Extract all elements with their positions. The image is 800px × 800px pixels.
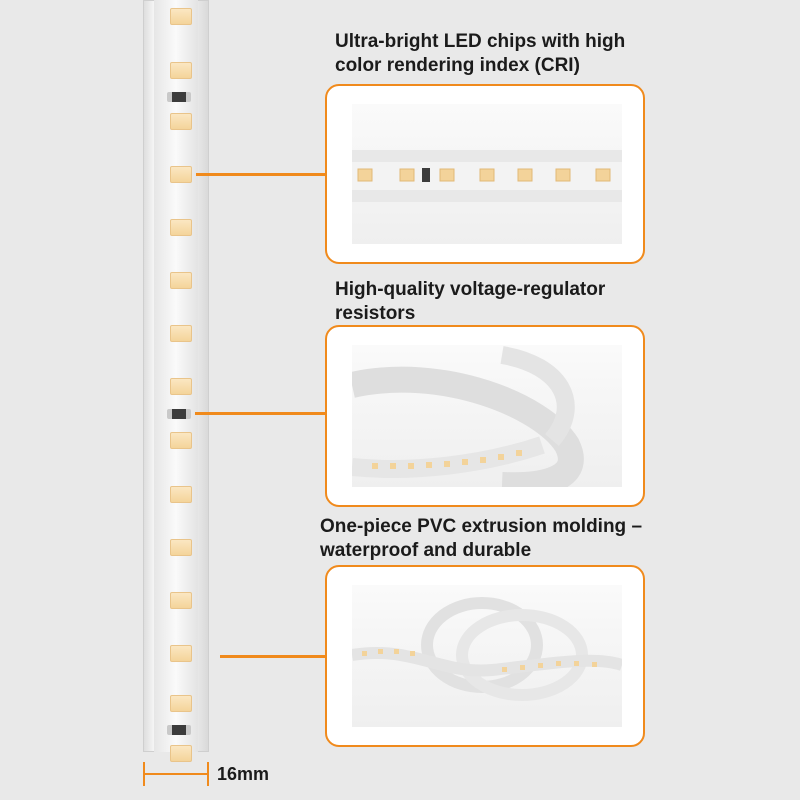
led-chip (170, 219, 192, 236)
led-chip-photo-panel (325, 84, 645, 264)
caption-line: color rendering index (CRI) (335, 55, 580, 76)
resistor (167, 725, 191, 735)
led-chip (170, 486, 192, 503)
led-chip (170, 325, 192, 342)
resistor (167, 92, 191, 102)
led-chip (170, 62, 192, 79)
caption-line: One-piece PVC extrusion molding – (320, 516, 643, 537)
caption-pvc-extrusion: One-piece PVC extrusion molding – waterp… (320, 515, 642, 563)
led-chip (170, 432, 192, 449)
caption-line: waterproof and durable (320, 540, 532, 561)
caption-line: High-quality voltage-regulator (335, 279, 606, 300)
caption-line: Ultra-bright LED chips with high (335, 31, 626, 52)
led-chip (170, 645, 192, 662)
dimension-line (143, 773, 209, 775)
pvc-photo (352, 585, 622, 727)
pvc-photo-panel (325, 565, 645, 747)
leader-line-pvc (220, 655, 326, 658)
led-chip-photo (352, 104, 622, 244)
resistor (167, 409, 191, 419)
led-chip (170, 113, 192, 130)
caption-line: resistors (335, 303, 416, 324)
led-chip (170, 378, 192, 395)
led-chip (170, 745, 192, 762)
led-chip (170, 539, 192, 556)
leader-line-led (196, 173, 326, 176)
led-chip (170, 8, 192, 25)
dimension-label: 16mm (217, 764, 270, 784)
led-chip (170, 166, 192, 183)
led-chip (170, 592, 192, 609)
leader-line-resistor (195, 412, 326, 415)
caption-resistors: High-quality voltage-regulator resistors (335, 278, 605, 326)
led-chip (170, 695, 192, 712)
led-strip-closeup-illustration (352, 150, 622, 202)
resistor-photo-panel (325, 325, 645, 507)
resistor-photo (352, 345, 622, 487)
coiled-strip-illustration (352, 346, 584, 487)
strip-loops-illustration (352, 597, 622, 701)
led-chip (170, 272, 192, 289)
caption-led-chips: Ultra-bright LED chips with high color r… (335, 30, 625, 78)
